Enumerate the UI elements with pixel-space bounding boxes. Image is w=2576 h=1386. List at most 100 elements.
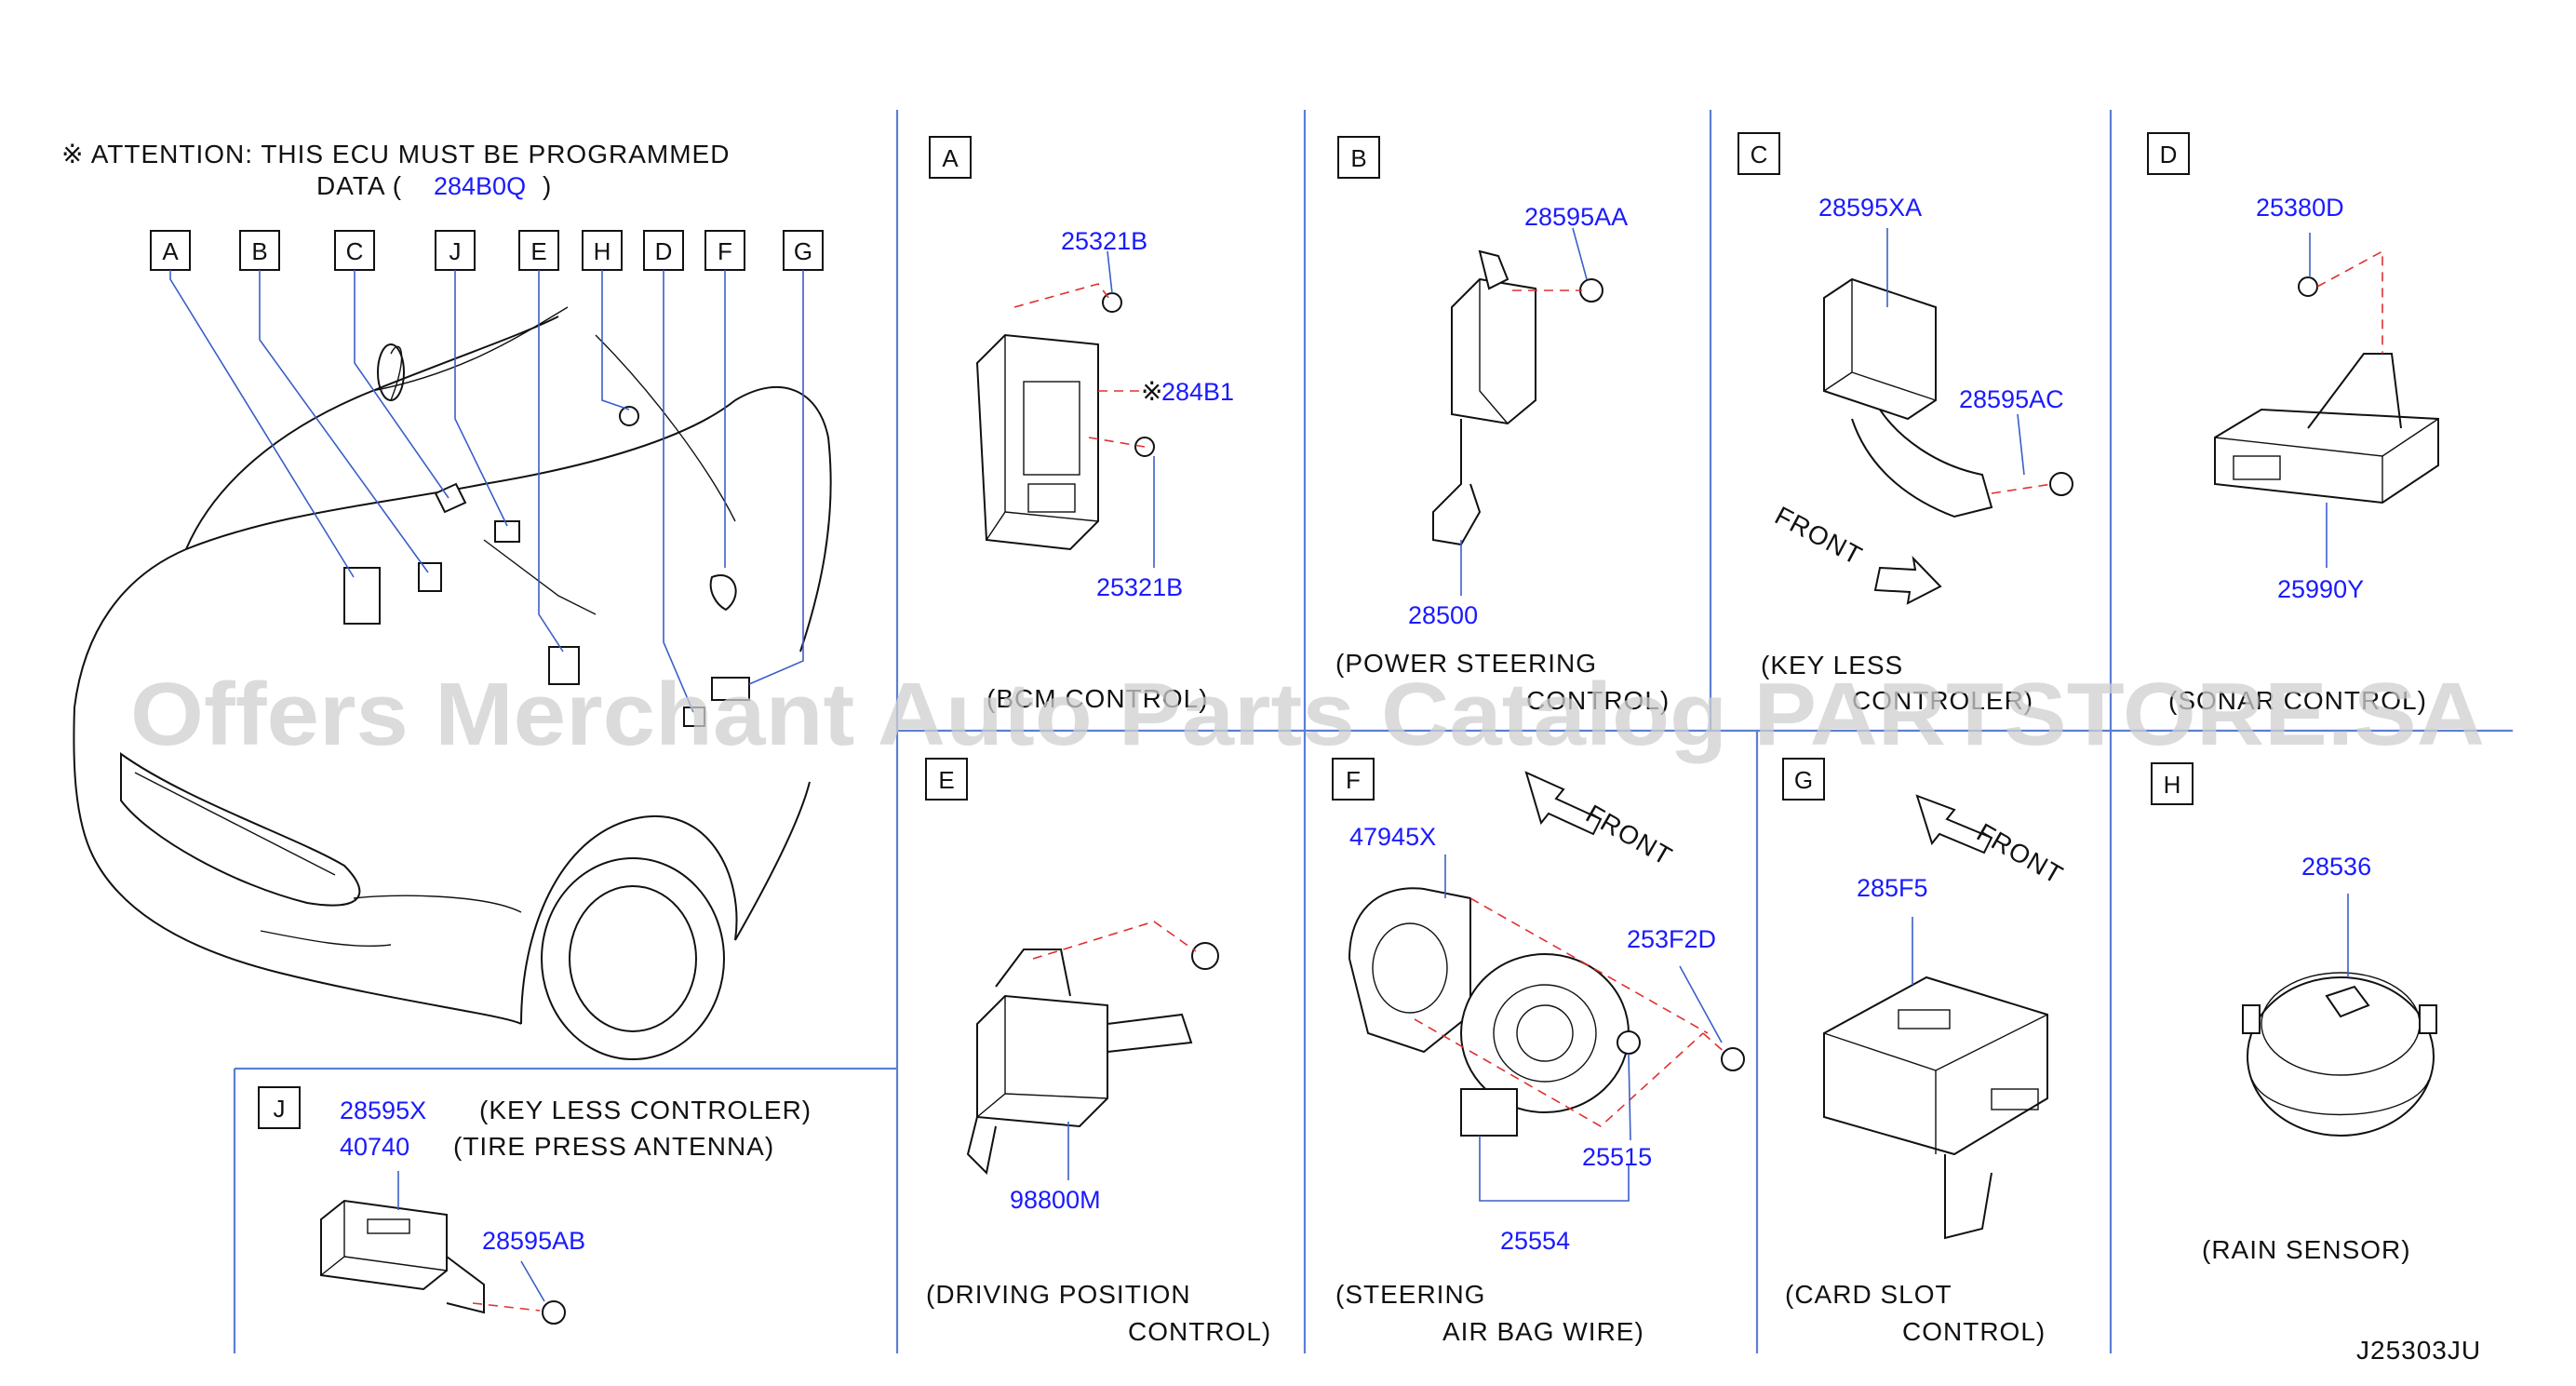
panel-e-tag: E <box>925 758 968 801</box>
panel-g-caption-1: (CARD SLOT <box>1785 1280 1952 1309</box>
overview-part-e <box>548 646 580 685</box>
overview-part-a <box>343 567 381 625</box>
svg-text:F: F <box>718 237 732 265</box>
overview-part-j <box>494 520 520 543</box>
panel-c-caption-2: CONTROLER) <box>1852 686 2033 715</box>
panel-h: H 28536 (RAIN SENSOR) <box>2151 762 2437 1264</box>
overview-leaders <box>169 270 804 713</box>
panel-b: B 28595AA 28500 (POWER STEERING CONTROL) <box>1335 136 1670 715</box>
attention-code[interactable]: 284B0Q <box>434 172 526 200</box>
panel-e-caption-1: (DRIVING POSITION <box>926 1280 1191 1309</box>
overview-tags: A B C J E H D F G <box>150 230 824 271</box>
svg-text:C: C <box>346 237 364 265</box>
panel-f-caption-2: AIR BAG WIRE) <box>1442 1317 1644 1346</box>
part-25321b-bottom[interactable]: 25321B <box>1096 573 1183 601</box>
part-28595x[interactable]: 28595X <box>340 1097 426 1124</box>
part-285f5[interactable]: 285F5 <box>1857 874 1928 902</box>
svg-text:H: H <box>2164 771 2181 799</box>
overview-tag-d[interactable]: D <box>643 230 684 271</box>
overview-tag-h[interactable]: H <box>582 230 623 271</box>
part-284b1[interactable]: 284B1 <box>1161 378 1234 406</box>
front-arrow-icon <box>1915 794 1993 854</box>
panel-d: D 25380D 25990Y (SONAR CONTROL) <box>2147 132 2439 715</box>
overview-tag-e[interactable]: E <box>518 230 559 271</box>
part-28536[interactable]: 28536 <box>2301 853 2371 881</box>
svg-text:B: B <box>1350 144 1366 172</box>
overview-part-d <box>683 706 705 727</box>
overview-part-h <box>619 406 639 426</box>
svg-text:F: F <box>1346 766 1361 794</box>
part-28500[interactable]: 28500 <box>1408 601 1478 629</box>
svg-text:D: D <box>655 237 673 265</box>
attention-line-2-suffix: ) <box>543 171 552 200</box>
tire-pressure-antenna-drawing <box>320 1199 566 1325</box>
overview-part-g <box>711 677 750 701</box>
panel-g: G FRONT 285F5 (CARD SLOT CONTROL) <box>1782 758 2068 1346</box>
panel-h-caption: (RAIN SENSOR) <box>2202 1235 2411 1264</box>
part-98800m[interactable]: 98800M <box>1010 1186 1101 1214</box>
part-253f2d[interactable]: 253F2D <box>1627 925 1716 953</box>
svg-text:A: A <box>162 237 179 265</box>
panel-j: J 28595X (KEY LESS CONTROLER) 40740 (TIR… <box>258 1086 811 1325</box>
svg-text:J: J <box>449 237 462 265</box>
part-25990y[interactable]: 25990Y <box>2277 575 2364 603</box>
panel-f: F FRONT 47945X 253F2D 25515 25554 (STEER… <box>1332 758 1745 1346</box>
car-components <box>343 406 750 727</box>
panel-c: C 28595XA 28595AC FRONT (KEY LESS CONTRO… <box>1737 132 2073 715</box>
rain-sensor-drawing <box>2242 972 2437 1137</box>
svg-text:B: B <box>251 237 267 265</box>
panel-g-caption-2: CONTROL) <box>1902 1317 2046 1346</box>
panel-d-caption: (SONAR CONTROL) <box>2168 686 2427 715</box>
panel-f-front: FRONT <box>1581 799 1677 871</box>
part-28595ab[interactable]: 28595AB <box>482 1227 585 1255</box>
panel-d-tag: D <box>2147 132 2190 175</box>
svg-text:A: A <box>942 144 959 172</box>
overview-tag-j[interactable]: J <box>435 230 476 271</box>
panel-f-tag: F <box>1332 758 1375 801</box>
panel-c-front: FRONT <box>1770 501 1867 571</box>
keyless-controller-drawing <box>1823 277 2073 518</box>
svg-text:D: D <box>2160 141 2178 168</box>
panel-b-caption-2: CONTROL) <box>1526 686 1670 715</box>
overview-tag-g[interactable]: G <box>783 230 824 271</box>
panel-e-caption-2: CONTROL) <box>1128 1317 1271 1346</box>
attention-note: ※ ATTENTION: THIS ECU MUST BE PROGRAMMED… <box>61 140 730 200</box>
part-28595xa[interactable]: 28595XA <box>1818 194 1922 222</box>
car-outline-drawing <box>73 306 832 1060</box>
part-47945x[interactable]: 47945X <box>1349 823 1436 851</box>
part-25515[interactable]: 25515 <box>1582 1143 1652 1171</box>
power-steering-control-drawing <box>1432 249 1603 546</box>
panel-c-tag: C <box>1737 132 1780 175</box>
panel-b-tag: B <box>1337 136 1380 179</box>
panel-a-tag: A <box>929 136 972 179</box>
part-28595aa[interactable]: 28595AA <box>1524 203 1628 231</box>
part-25554[interactable]: 25554 <box>1500 1227 1570 1255</box>
attention-line-1: ※ ATTENTION: THIS ECU MUST BE PROGRAMMED <box>61 140 730 168</box>
overview-tag-f[interactable]: F <box>704 230 745 271</box>
panel-j-desc-2: (TIRE PRESS ANTENNA) <box>453 1132 774 1161</box>
part-25380d[interactable]: 25380D <box>2256 194 2344 222</box>
panel-a-caption: (BCM CONTROL) <box>986 684 1209 713</box>
panel-e: E 98800M (DRIVING POSITION CONTROL) <box>925 758 1271 1346</box>
part-40740[interactable]: 40740 <box>340 1133 409 1161</box>
steering-airbag-wire-drawing <box>1348 887 1745 1137</box>
svg-text:※: ※ <box>1141 377 1163 406</box>
panel-j-tag: J <box>258 1086 301 1129</box>
panel-g-front: FRONT <box>1972 817 2068 890</box>
overview-tag-c[interactable]: C <box>334 230 375 271</box>
part-25321b-top[interactable]: 25321B <box>1061 227 1147 255</box>
overview-tag-b[interactable]: B <box>239 230 280 271</box>
svg-text:J: J <box>274 1095 286 1123</box>
attention-line-2-prefix: DATA ( <box>316 171 402 200</box>
diagram-code: J25303JU <box>2356 1336 2481 1365</box>
panel-h-tag: H <box>2151 762 2194 805</box>
panel-dividers <box>233 110 2513 1353</box>
driving-position-control-drawing <box>966 942 1219 1176</box>
svg-text:G: G <box>794 237 812 265</box>
part-28595ac[interactable]: 28595AC <box>1959 385 2064 413</box>
svg-text:C: C <box>1751 141 1768 168</box>
panel-b-caption-1: (POWER STEERING <box>1335 649 1597 678</box>
overview-tag-a[interactable]: A <box>150 230 191 271</box>
